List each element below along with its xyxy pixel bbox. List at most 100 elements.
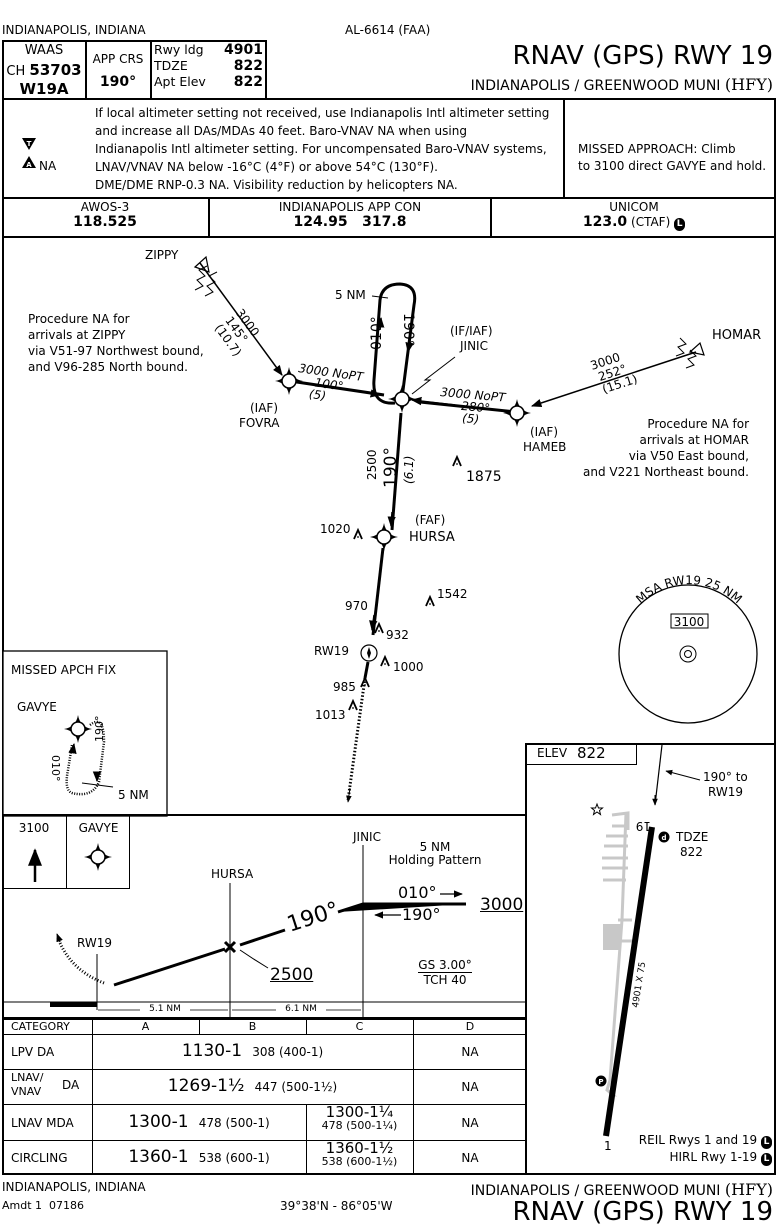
hursa-role: (FAF) bbox=[415, 513, 445, 527]
circling-ab-minimums: 1360-1 538 (600-1) bbox=[92, 1147, 306, 1167]
homar-note-line: Procedure NA for bbox=[647, 417, 749, 431]
rwy-ldg-value: 4901 bbox=[224, 42, 263, 58]
divider bbox=[199, 1017, 200, 1034]
diagram-tdze-label: TDZE bbox=[675, 830, 708, 844]
svg-text:280°: 280° bbox=[461, 399, 491, 415]
awos: AWOS-3 118.525 bbox=[2, 200, 208, 230]
footer-airport-id: (HFY) bbox=[724, 1180, 773, 1199]
row-label-lnav-mda: LNAV MDA bbox=[11, 1116, 74, 1130]
divider bbox=[2, 1104, 527, 1105]
profile-hold-out: 010° bbox=[398, 883, 437, 902]
zippy-leg-labels: 3000 145° (10.7) bbox=[212, 306, 262, 359]
hameb-label: HAMEB bbox=[523, 440, 566, 454]
row-label-circling: CIRCLING bbox=[11, 1151, 68, 1165]
hold-outbound: 010° bbox=[369, 316, 385, 350]
divider bbox=[490, 197, 492, 238]
footer-amendment: Amdt 1 07186 bbox=[2, 1199, 85, 1212]
lnav-vnav-hat: 447 (500-1½) bbox=[254, 1080, 338, 1094]
hameb-role: (IAF) bbox=[530, 425, 558, 439]
note-line: and increase all DAs/MDAs 40 feet. Baro-… bbox=[95, 124, 467, 138]
jinic-label: JINIC bbox=[459, 339, 488, 353]
circling-ab-hat: 538 (600-1) bbox=[198, 1151, 270, 1165]
lnav-c-hat: 478 (500-1¼) bbox=[321, 1119, 398, 1132]
missed-fix-title: MISSED APCH FIX bbox=[11, 663, 117, 677]
waas-label: WAAS bbox=[24, 43, 64, 58]
airport-diagram bbox=[525, 743, 776, 1175]
header-location: INDIANAPOLIS, INDIANA bbox=[2, 23, 146, 37]
missed-approach-text: MISSED APPROACH: Climb to 3100 direct GA… bbox=[578, 141, 766, 175]
rwy-data-values: 4901 822 822 bbox=[210, 42, 263, 90]
waas-channel: CH 53703 bbox=[4, 61, 84, 79]
label-line: VNAV bbox=[11, 1085, 42, 1098]
svg-text:3000 NoPT: 3000 NoPT bbox=[440, 385, 508, 405]
obstacle-elevation: 1000 bbox=[393, 660, 424, 674]
apt-elev-value: 822 bbox=[233, 74, 263, 90]
rwy-ldg-label: Rwy ldg bbox=[154, 42, 204, 57]
missed-fix-name: GAVYE bbox=[17, 700, 57, 714]
notes-text: If local altimeter setting not received,… bbox=[95, 104, 549, 194]
pilot-controlled-lighting-icon: L bbox=[674, 218, 686, 231]
circling-c-mda: 1360-1½ bbox=[325, 1139, 394, 1157]
a-symbol-icon bbox=[22, 156, 36, 168]
lnav-vnav-da: 1269-1½ bbox=[167, 1076, 245, 1096]
profile-ma-alt: 3100 bbox=[18, 821, 50, 835]
app-con-label: INDIANAPOLIS APP CON bbox=[278, 200, 422, 214]
obstacle-elevation: 932 bbox=[386, 628, 409, 642]
obstacle-elevation: 1020 bbox=[320, 522, 351, 536]
divider bbox=[66, 814, 67, 889]
app-con: INDIANAPOLIS APP CON 124.95 317.8 bbox=[210, 200, 490, 230]
circling-c-hat: 538 (600-1½) bbox=[321, 1155, 398, 1168]
divider bbox=[2, 1034, 527, 1035]
waas-channel-number: 53703 bbox=[29, 61, 82, 79]
threshold-crossing-height: TCH 40 bbox=[423, 973, 467, 987]
elev-box bbox=[525, 743, 637, 765]
homar-break-icon bbox=[675, 337, 697, 369]
final-alt: 2500 bbox=[365, 449, 379, 480]
divider bbox=[563, 98, 565, 199]
divider bbox=[85, 40, 87, 100]
airport-identifier: (HFY) bbox=[724, 75, 773, 94]
holding-label: Holding Pattern bbox=[388, 853, 482, 867]
runway-end-1: 1 bbox=[604, 1139, 612, 1153]
divider bbox=[306, 1017, 307, 1034]
homar-waypoint-icon bbox=[688, 341, 705, 356]
beacon-icon bbox=[590, 802, 604, 816]
zippy-note: Procedure NA for arrivals at ZIPPY via V… bbox=[28, 311, 204, 375]
lpv-hat: 308 (400-1) bbox=[252, 1045, 324, 1059]
gavye-profile-fix-icon bbox=[83, 842, 113, 872]
note-line: LNAV/VNAV NA below -16°C (4°F) or above … bbox=[95, 160, 438, 174]
lnav-c-minimums: 1300-1¼ 478 (500-1¼) bbox=[306, 1105, 413, 1133]
lnav-ab-mda: 1300-1 bbox=[128, 1112, 189, 1132]
lpv-da: 1130-1 bbox=[181, 1041, 243, 1061]
missed-approach-arc bbox=[56, 937, 105, 985]
notes-symbols: T A bbox=[22, 138, 36, 169]
missed-approach-line: to 3100 direct GAVYE and hold. bbox=[578, 159, 767, 173]
zippy-note-line: and V96-285 North bound. bbox=[28, 360, 188, 374]
t-symbol-icon bbox=[22, 138, 36, 150]
glideslope-info: GS 3.00° TCH 40 bbox=[415, 958, 475, 987]
final-crs: 190° bbox=[381, 447, 401, 488]
awos-frequency: 118.525 bbox=[73, 214, 137, 230]
fovra-label: FOVRA bbox=[239, 416, 280, 430]
header-c: C bbox=[355, 1020, 364, 1033]
apt-elev-label: Apt Elev bbox=[154, 74, 206, 89]
obstacle-elevation: 1875 bbox=[466, 469, 502, 485]
hursa-label: HURSA bbox=[409, 530, 455, 545]
lnav-vnav-cat-d: NA bbox=[461, 1080, 479, 1094]
header-b: B bbox=[248, 1020, 257, 1033]
msa-center-icon bbox=[679, 645, 697, 663]
hameb-leg-labels: 3000 NoPT 280° (5) bbox=[440, 385, 508, 426]
pilot-controlled-lighting-icon: L bbox=[761, 1136, 772, 1149]
footer-coordinates: 39°38'N - 86°05'W bbox=[280, 1199, 393, 1213]
profile-hold-in: 190° bbox=[402, 905, 441, 924]
homar-leg-labels: 3000 252° (15.1) bbox=[589, 350, 639, 396]
lnav-c-mda: 1300-1¼ bbox=[325, 1103, 394, 1121]
elev-label: ELEV bbox=[537, 746, 568, 760]
app-crs-value: 190° bbox=[99, 74, 137, 90]
svg-text:(5): (5) bbox=[308, 387, 327, 403]
lnav-ab-hat: 478 (500-1) bbox=[198, 1116, 270, 1130]
profile-hursa: HURSA bbox=[211, 867, 254, 881]
missed-approach-route bbox=[346, 677, 367, 801]
profile-faf-alt: 2500 bbox=[270, 965, 314, 985]
header-category: CATEGORY bbox=[11, 1020, 70, 1033]
